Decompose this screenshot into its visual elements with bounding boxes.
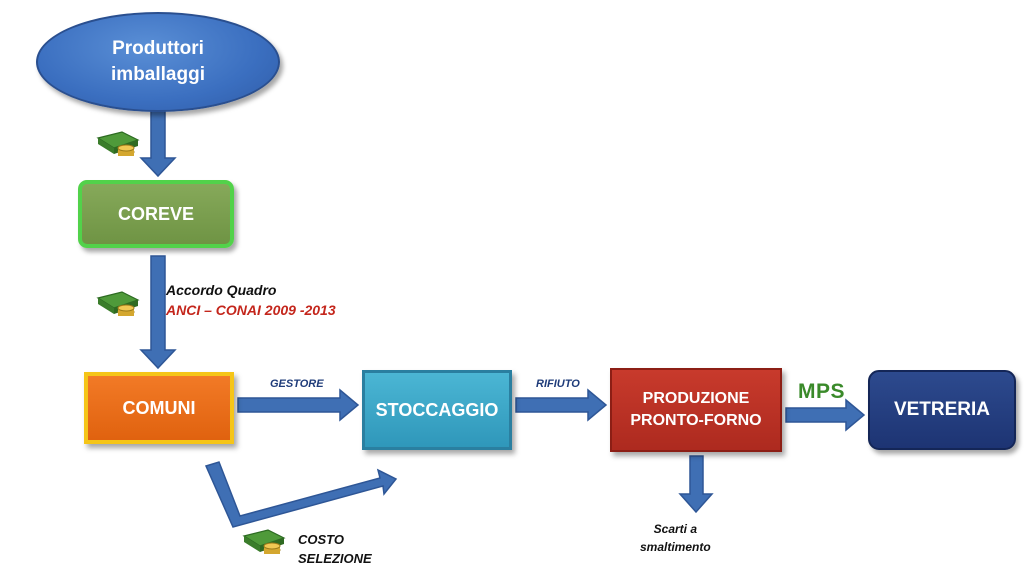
node-vetreria: VETRERIA <box>868 370 1016 450</box>
arrow-stoccaggio-produzione <box>515 388 608 422</box>
money-icon <box>96 291 140 316</box>
label-scarti-smaltimento: Scarti a smaltimento <box>640 520 711 556</box>
label-costo-line1: COSTO <box>298 532 344 547</box>
node-comuni: COMUNI <box>84 372 234 444</box>
node-comuni-label: COMUNI <box>122 397 196 418</box>
arrow-comuni-bent <box>204 461 398 528</box>
label-costo-line2: SELEZIONE <box>298 551 372 566</box>
label-rifiuto: RIFIUTO <box>536 378 580 390</box>
label-mps: MPS <box>798 380 846 403</box>
node-stoccaggio: STOCCAGGIO <box>362 370 512 450</box>
label-anci-conai: ANCI – CONAI 2009 -2013 <box>166 302 336 318</box>
label-scarti-line2: smaltimento <box>640 540 711 554</box>
arrow-coreve-comuni <box>139 255 177 370</box>
node-produzione-line1: PRODUZIONE <box>642 390 750 408</box>
arrow-produzione-vetreria <box>785 398 866 432</box>
label-scarti-line1: Scarti a <box>653 522 698 536</box>
arrow-comuni-stoccaggio <box>237 388 360 422</box>
label-costo-selezione: COSTO SELEZIONE <box>298 530 372 568</box>
node-vetreria-label: VETRERIA <box>893 399 991 421</box>
label-gestore: GESTORE <box>270 378 324 390</box>
node-coreve: COREVE <box>78 180 234 248</box>
label-accordo-quadro: Accordo Quadro <box>166 282 277 298</box>
node-produttori-imballaggi: Produttori imballaggi <box>36 12 280 112</box>
node-produzione-pronto-forno: PRODUZIONE PRONTO-FORNO <box>610 368 782 452</box>
node-produttori-line2: imballaggi <box>111 64 205 85</box>
money-icon <box>242 529 286 554</box>
node-produttori-line1: Produttori <box>112 38 204 60</box>
arrow-produttori-coreve <box>139 107 177 178</box>
money-icon <box>96 131 140 156</box>
arrow-produzione-scarti <box>678 455 714 514</box>
node-produzione-line2: PRONTO-FORNO <box>630 412 762 429</box>
node-stoccaggio-label: STOCCAGGIO <box>375 399 499 420</box>
node-coreve-label: COREVE <box>117 203 195 224</box>
